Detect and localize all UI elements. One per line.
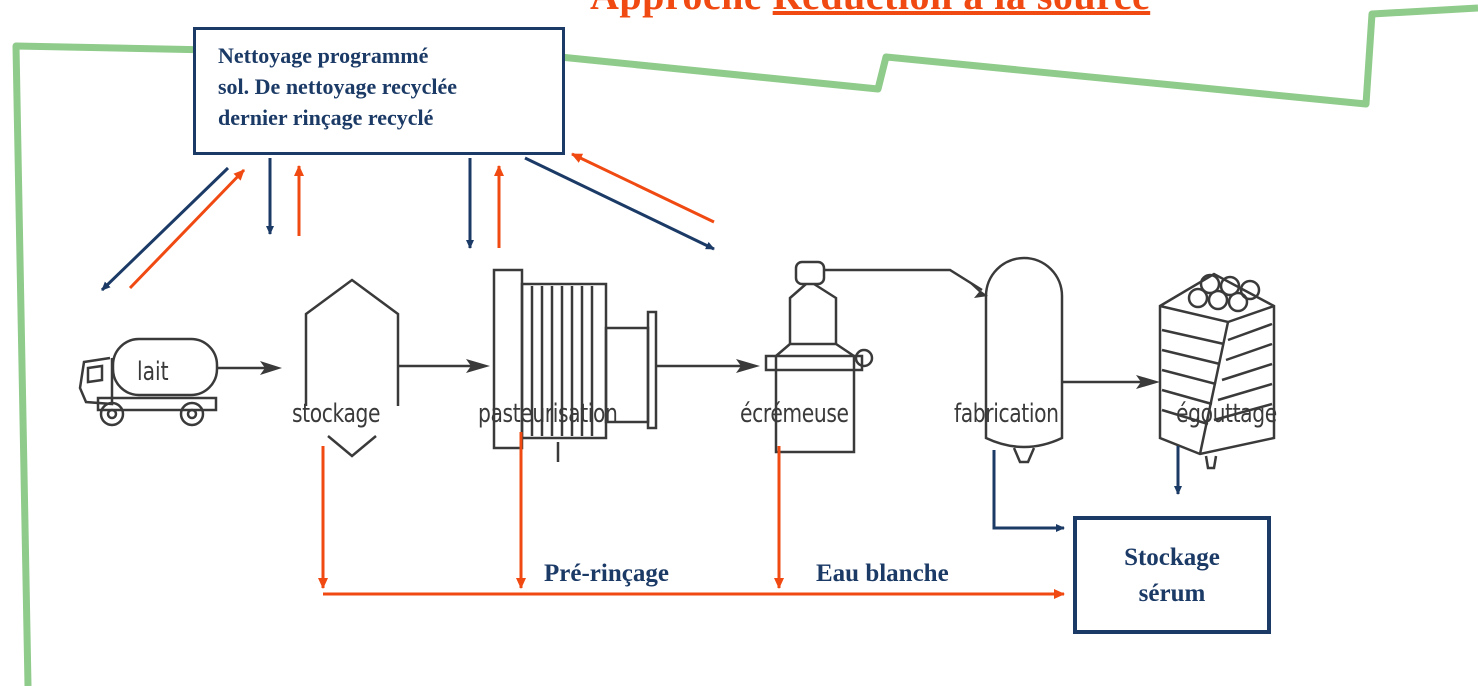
arrow-head-fabrication (1136, 375, 1160, 389)
label-prerinse: Pré-rinçage (544, 560, 669, 587)
cleaning-line-2: sol. De nettoyage recyclée (218, 74, 458, 99)
arrow-head-truck (260, 361, 282, 375)
draining-crate-icon (1158, 272, 1276, 470)
cleaning-line-3: dernier rinçage recyclé (218, 105, 434, 130)
serum-line-1: Stockage (1124, 544, 1220, 571)
label-white-water: Eau blanche (816, 560, 949, 587)
cleaning-line-1: Nettoyage programmé (218, 43, 429, 68)
cleaning-flows (100, 152, 715, 292)
green-frame (12, 4, 1478, 686)
navy-arrow-fabrication-to-serum (992, 450, 1065, 532)
navy-arrow-to-skimmer (524, 156, 715, 251)
rinse-collector (318, 432, 1065, 599)
arrow-head-pasteurisation (736, 359, 760, 373)
skimmer-icon (764, 260, 983, 454)
serum-line-2: sérum (1138, 580, 1206, 607)
arrow-head-storage (466, 359, 490, 373)
red-arrow-from-skimmer (571, 152, 715, 224)
title-emphasis: Réduction à la source (773, 0, 1151, 18)
label-storage: stockage (292, 399, 381, 429)
slide-title: Approche Réduction à la source (590, 0, 1350, 19)
serum-flows (992, 446, 1182, 532)
label-skimmer: écrémeuse (740, 399, 849, 429)
title-prefix: Approche (590, 0, 773, 18)
serum-storage-box: Stockage sérum (1073, 516, 1271, 634)
red-arrow-from-truck (128, 168, 246, 290)
arrow-head-skimmer (966, 280, 988, 298)
truck-label: lait (137, 357, 169, 387)
tank-icon (984, 256, 1148, 464)
silo-icon (304, 278, 478, 458)
label-fabrication: fabrication (954, 399, 1059, 429)
cleaning-box: Nettoyage programmé sol. De nettoyage re… (193, 27, 565, 155)
label-pasteurisation: pasteurisation (478, 399, 618, 429)
label-draining: égouttage (1176, 399, 1277, 429)
truck-icon (78, 337, 270, 427)
plate-exchanger-icon (492, 268, 748, 462)
navy-arrow-to-truck (100, 166, 230, 292)
